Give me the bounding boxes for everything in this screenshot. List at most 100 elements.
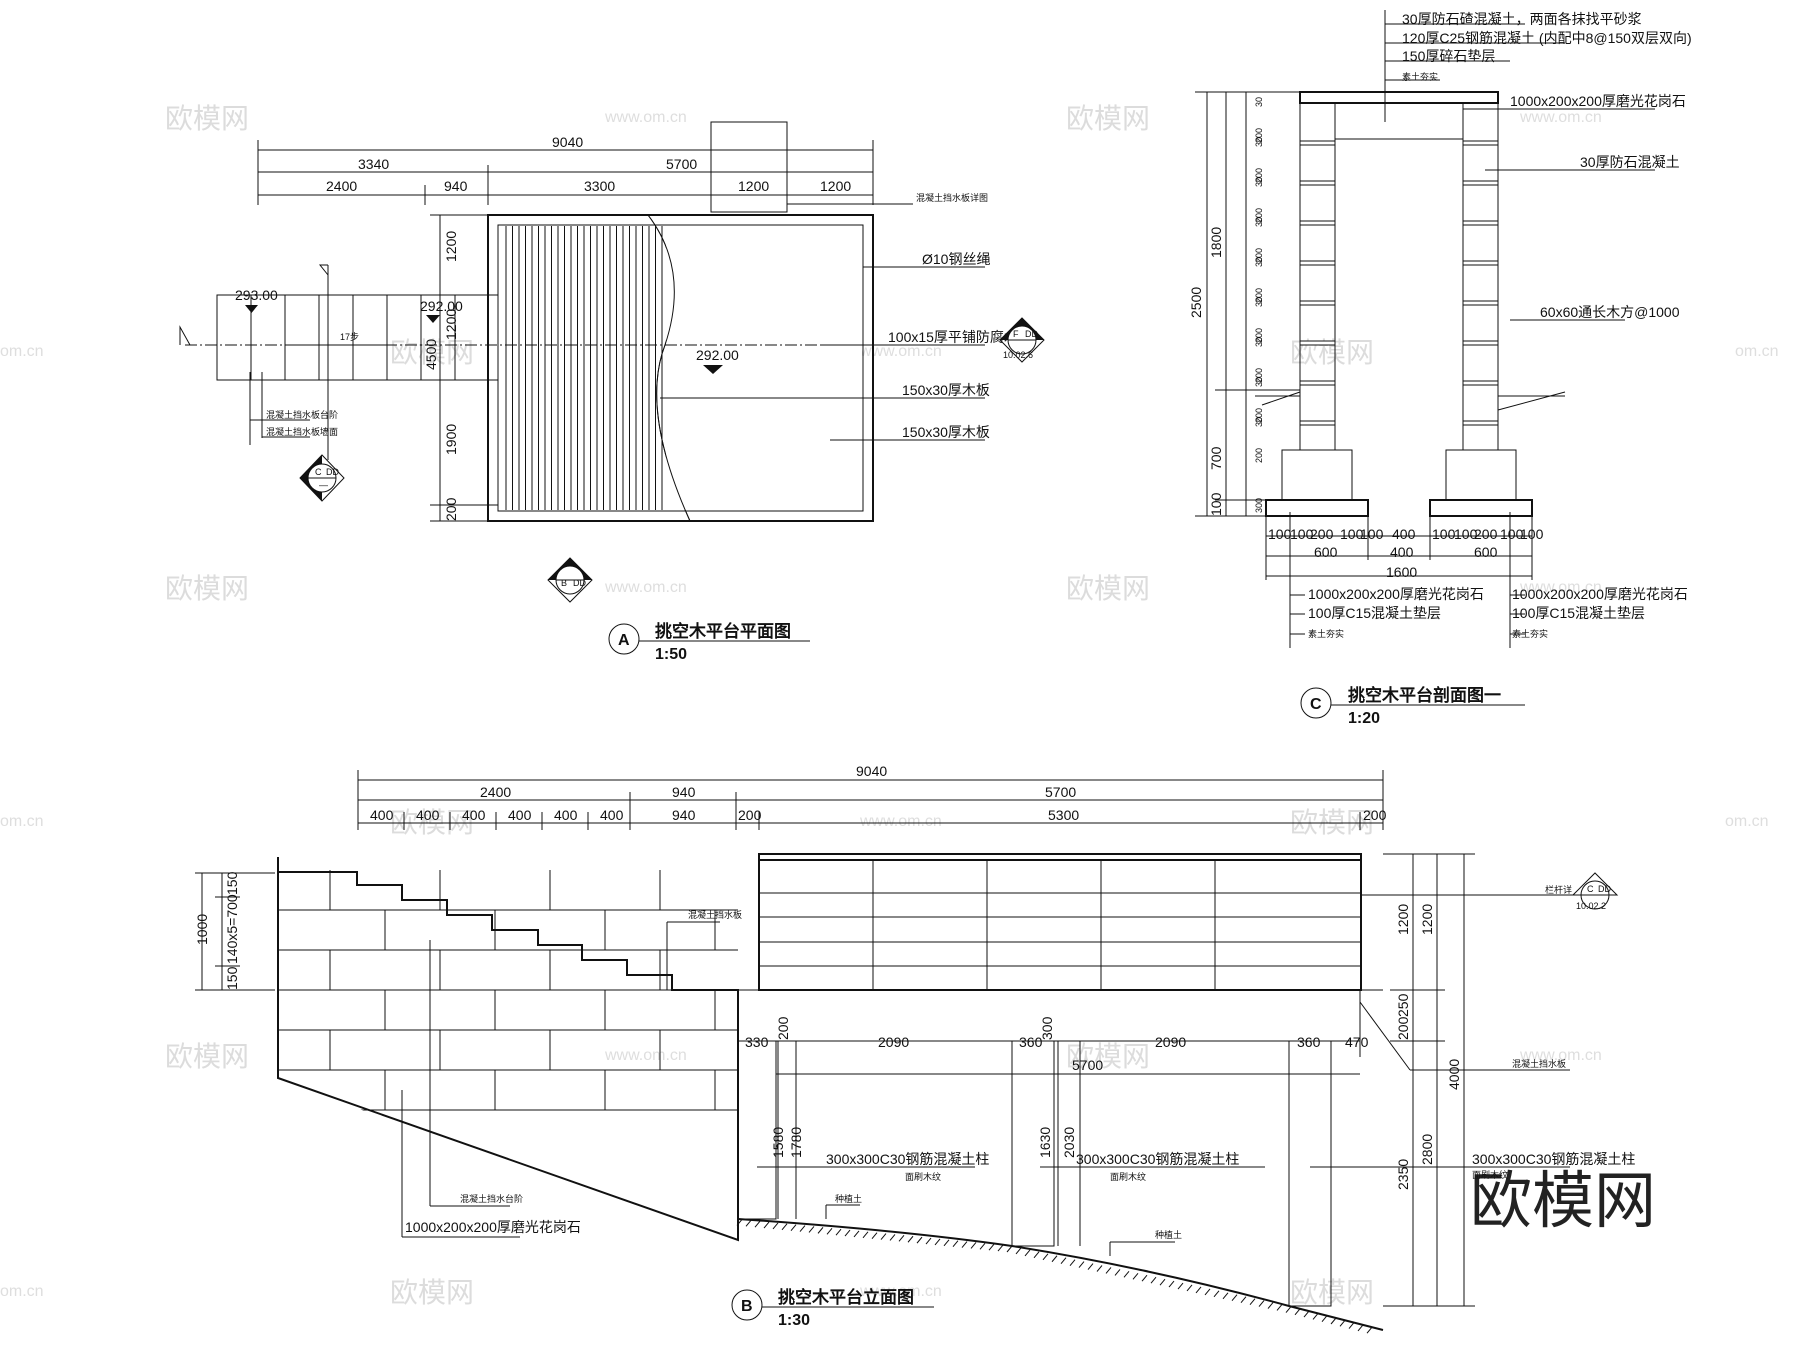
section-view: 30厚防石碴混凝土，两面各抹找平砂浆 120厚C25钢筋混凝土 (内配中8@15… xyxy=(1188,10,1692,727)
slope-mask xyxy=(276,1080,740,1260)
section-vdim-inner: 30 xyxy=(1254,337,1264,347)
ground-hatch xyxy=(943,1239,950,1247)
watermark-url: om.cn xyxy=(1735,343,1779,360)
section-tag: C xyxy=(1310,696,1322,713)
section-bdim1: 100 xyxy=(1454,526,1478,542)
watermark-layer: 欧模网 www.om.cn 欧模网 www.om.cn om.cn 欧模网 ww… xyxy=(0,102,1779,1309)
ground-hatch xyxy=(1060,1257,1067,1265)
elev-sym-c-ref: DD xyxy=(1598,884,1611,894)
ground-hatch xyxy=(1267,1302,1274,1309)
ground-hatch xyxy=(1114,1269,1121,1276)
plan-vdim: 1200 xyxy=(443,231,459,262)
ground-hatch xyxy=(1222,1292,1229,1300)
section-vdim-inner: 30 xyxy=(1254,177,1264,187)
watermark-url: www.om.cn xyxy=(859,343,942,360)
section-vdim-inner: 200 xyxy=(1254,168,1264,183)
section-vdim-inner: 300 xyxy=(1254,498,1264,513)
mortar-joint xyxy=(1462,220,1499,226)
watermark-brand: 欧模网 xyxy=(165,102,249,135)
elev-note: 混凝土挡水板 xyxy=(1512,1058,1566,1069)
plan-vdim: 4500 xyxy=(423,339,439,370)
ground-hatch xyxy=(1042,1253,1049,1261)
section-bottom-note-right: 100厚C15混凝土垫层 xyxy=(1512,605,1645,621)
mortar-joint xyxy=(1299,380,1336,386)
ground-hatch xyxy=(835,1228,842,1236)
plan-view: 9040 3340 5700 2400 940 3300 1200 1200 混… xyxy=(179,121,1045,663)
plan-sym-b-ref: DD xyxy=(573,578,586,588)
ground-hatch xyxy=(1195,1286,1202,1294)
plan-callout: 100x15厚平铺防腐木 xyxy=(888,329,1018,345)
section-top-note: 素土夯实 xyxy=(1402,71,1438,82)
elev-left-vdim: 150 xyxy=(224,871,240,895)
watermark-url: www.om.cn xyxy=(1519,579,1602,596)
section-bdim1: 100 xyxy=(1360,526,1384,542)
elev-left-vdim: 150 xyxy=(224,966,240,990)
elev-inner-dim: 2030 xyxy=(1061,1127,1077,1158)
elev-right-vdim: 4000 xyxy=(1446,1059,1462,1090)
mortar-joint xyxy=(1299,220,1336,226)
section-title: 挑空木平台剖面图一 xyxy=(1348,685,1501,705)
ground-hatch xyxy=(1312,1313,1319,1320)
ground-hatch xyxy=(1186,1284,1193,1292)
plan-dim: 2400 xyxy=(326,178,357,194)
plan-left-note: 混凝土挡水板台阶 xyxy=(266,409,338,420)
ground-hatch xyxy=(772,1222,779,1230)
ground-hatch xyxy=(1033,1251,1040,1259)
watermark-brand: 欧模网 xyxy=(165,1040,249,1073)
watermark-url: www.om.cn xyxy=(1519,1047,1602,1064)
elev-sym-c-sub: 10.02.2 xyxy=(1576,901,1606,911)
ground-hatch xyxy=(1240,1296,1247,1304)
watermark-brand: 欧模网 xyxy=(165,572,249,605)
elev-right-vdim: 2350 xyxy=(1395,1159,1411,1190)
elev-dim: 400 xyxy=(600,807,624,823)
ground-hatch xyxy=(1177,1282,1184,1290)
elev-dim: 400 xyxy=(416,807,440,823)
ground-hatch xyxy=(763,1221,770,1229)
watermark-url: www.om.cn xyxy=(1519,109,1602,126)
plan-dim: 1200 xyxy=(820,178,851,194)
elev-dim: 5300 xyxy=(1048,807,1079,823)
elev-note: 混凝土挡水台阶 xyxy=(460,1193,523,1204)
ground-hatch xyxy=(799,1225,806,1232)
plan-sym-c-ref: DD xyxy=(326,467,339,477)
watermark-url: www.om.cn xyxy=(859,813,942,830)
section-vdim-inner: 200 xyxy=(1254,408,1264,423)
ground-hatch xyxy=(1339,1319,1346,1327)
ground-hatch xyxy=(880,1233,887,1240)
ground-hatch xyxy=(1015,1247,1022,1255)
plan-note-top: 混凝土挡水板详图 xyxy=(916,192,988,203)
section-vdim-inner: 200 xyxy=(1254,208,1264,223)
plan-dim: 5700 xyxy=(666,156,697,172)
plan-elev-mid: 292.00 xyxy=(420,298,463,314)
ground-hatch xyxy=(1051,1255,1058,1263)
elev-inner-dim: 300 xyxy=(1039,1016,1055,1040)
plan-sym-f-ref: DD xyxy=(1025,329,1038,339)
ground-hatch xyxy=(871,1232,878,1240)
watermark-url: www.om.cn xyxy=(604,579,687,596)
ground-hatch xyxy=(979,1243,986,1250)
ground-hatch xyxy=(1294,1308,1301,1316)
section-bdim1: 100 xyxy=(1432,526,1456,542)
elev-rail-note: 栏杆详 xyxy=(1545,884,1572,895)
plan-title: 挑空木平台平面图 xyxy=(655,621,791,641)
plan-dim-total: 9040 xyxy=(552,134,583,150)
elev-inner-dim: 360 xyxy=(1019,1034,1043,1050)
ground-hatch xyxy=(826,1227,833,1235)
elev-inner-dim: 1630 xyxy=(1037,1127,1053,1158)
watermark-url: om.cn xyxy=(1725,813,1769,830)
mortar-joint xyxy=(1462,420,1499,426)
elev-note: 种植土 xyxy=(835,1193,862,1204)
elev-note: 种植土 xyxy=(1155,1229,1182,1240)
section-bdim2: 600 xyxy=(1314,544,1338,560)
ground-hatch xyxy=(781,1223,788,1231)
elev-right-vdim: 250 xyxy=(1395,993,1411,1017)
plan-vdim: 1200 xyxy=(443,309,459,340)
section-top-note: 120厚C25钢筋混凝土 (内配中8@150双层双向) xyxy=(1402,30,1692,46)
elev-note: 混凝土挡水板 xyxy=(688,909,742,920)
plan-elev-left: 293.00 xyxy=(235,287,278,303)
ground-hatch xyxy=(952,1240,959,1247)
watermark-brand: 欧模网 xyxy=(1066,572,1150,605)
plan-callout: 150x30厚木板 xyxy=(902,424,990,440)
elev-note: 300x300C30钢筋混凝土柱 xyxy=(1076,1151,1239,1167)
